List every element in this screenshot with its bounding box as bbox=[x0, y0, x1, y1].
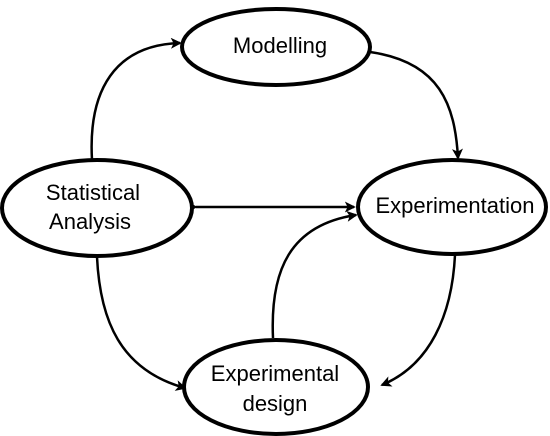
node-statistical-analysis-line2: Analysis bbox=[49, 209, 131, 234]
arrow-experimentation-to-design bbox=[380, 254, 457, 387]
arrow-analysis-to-modelling bbox=[90, 37, 182, 161]
node-experimentation-label: Experimentation bbox=[376, 193, 535, 218]
node-statistical-analysis: Statistical Analysis bbox=[0, 158, 194, 258]
arrow-design-to-experimentation bbox=[271, 210, 358, 339]
arrow-analysis-to-design bbox=[95, 256, 187, 391]
node-modelling: Modelling bbox=[180, 7, 372, 87]
node-modelling-label: Modelling bbox=[233, 33, 327, 58]
node-experimental-design-line2: design bbox=[243, 391, 308, 416]
node-experimentation: Experimentation bbox=[356, 158, 548, 256]
arrow-modelling-to-experimentation bbox=[369, 50, 463, 160]
node-experimental-design: Experimental design bbox=[182, 338, 370, 436]
node-experimental-design-line1: Experimental bbox=[211, 361, 339, 386]
node-statistical-analysis-line1: Statistical bbox=[46, 180, 140, 205]
